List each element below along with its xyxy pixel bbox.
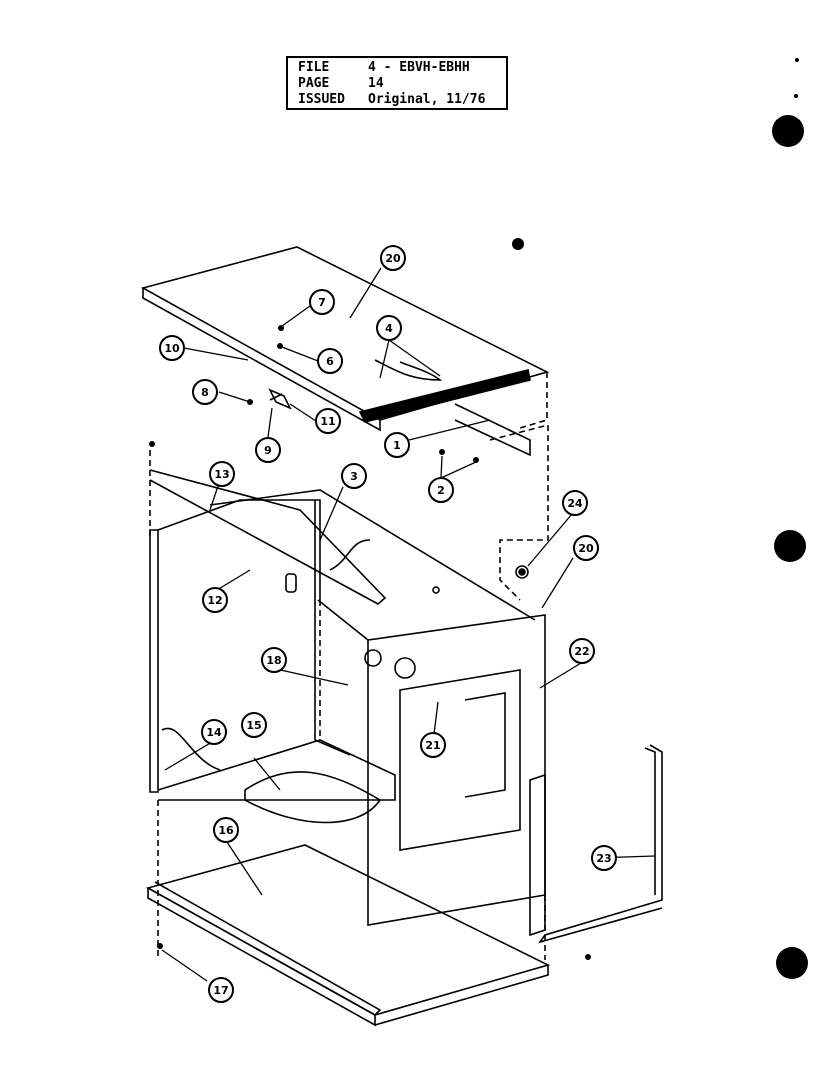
callout-16: 16 [213,817,239,843]
callout-12-label: 12 [207,594,222,607]
callout-14: 14 [201,719,227,745]
callouts: 20 7 4 10 6 8 11 9 1 2 13 3 24 20 12 22 … [159,245,617,1003]
callout-23: 23 [591,845,617,871]
callout-12: 12 [202,587,228,613]
callout-9-label: 9 [264,444,272,457]
callout-1-label: 1 [393,439,401,452]
callout-15-label: 15 [246,719,261,732]
callout-4: 4 [376,315,402,341]
callout-2-label: 2 [437,484,445,497]
callout-3-label: 3 [350,470,358,483]
callout-15: 15 [241,712,267,738]
callout-22: 22 [569,638,595,664]
callout-18: 18 [261,647,287,673]
punch-hole-middle [774,530,806,562]
page-row: PAGE 14 [298,76,506,92]
callout-13-label: 13 [214,468,229,481]
callout-7: 7 [309,289,335,315]
issued-row: ISSUED Original, 11/76 [298,92,506,108]
page-value: 14 [368,76,384,91]
speck [795,58,799,62]
callout-22-label: 22 [574,645,589,658]
drawing-lines [140,246,663,1027]
punch-hole-top [772,115,804,147]
callout-21-label: 21 [425,739,440,752]
callout-7-label: 7 [318,296,326,309]
callout-18-label: 18 [266,654,281,667]
callout-20: 20 [573,535,599,561]
callout-8: 8 [192,379,218,405]
file-row: FILE 4 - EBVH-EBHH [298,60,506,76]
callout-14-label: 14 [206,726,222,739]
callout-4-label: 4 [385,322,393,335]
callout-1: 1 [384,432,410,458]
callout-8-label: 8 [201,386,209,399]
callout-2: 2 [428,477,454,503]
callout-24-label: 24 [567,497,583,510]
callout-6-label: 6 [326,355,334,368]
callout-10-label: 10 [164,342,180,355]
callout-3: 3 [341,463,367,489]
issued-value: Original, 11/76 [368,92,486,107]
punch-hole-bottom [776,947,808,979]
callout-24: 24 [562,490,588,516]
callout-11: 11 [315,408,341,434]
file-value: 4 - EBVH-EBHH [368,60,470,75]
callout-10: 10 [159,335,185,361]
callout-21: 21 [420,732,446,758]
callout-9: 9 [255,437,281,463]
callout-17: 17 [208,977,234,1003]
file-info-box: FILE 4 - EBVH-EBHH PAGE 14 ISSUED Origin… [286,56,508,110]
callout-16-label: 16 [218,824,234,837]
callout-17-label: 17 [213,984,228,997]
issued-label: ISSUED [298,92,345,107]
callout-20-label: 20 [578,542,594,555]
speck [512,238,524,250]
callout-6: 6 [317,348,343,374]
callout-5-label: 20 [385,252,401,265]
callout-13: 13 [209,461,235,487]
speck [794,94,798,98]
page-label: PAGE [298,76,330,91]
callout-11-label: 11 [320,415,335,428]
file-label: FILE [298,60,330,75]
callout-23-label: 23 [596,852,611,865]
callout-5: 20 [380,245,406,271]
